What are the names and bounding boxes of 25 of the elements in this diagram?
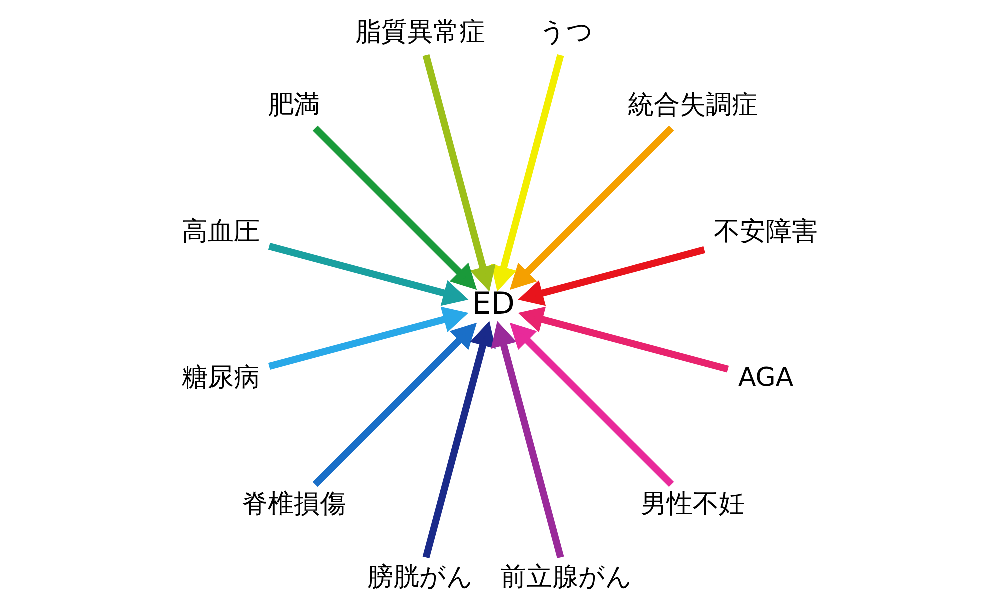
node-text: 不安障害 (714, 217, 818, 248)
node-text: うつ (540, 18, 594, 48)
node-text: 脊椎損傷 (242, 490, 346, 520)
arrow (518, 246, 706, 306)
arrow (422, 54, 496, 292)
node-text: 膀胱がん (367, 562, 474, 593)
arrow (268, 243, 469, 306)
node-text: 統合失調症 (628, 90, 758, 121)
arrow (491, 54, 564, 292)
arrow (510, 322, 674, 488)
node-text: 高血圧 (182, 217, 260, 248)
arrow (510, 126, 674, 290)
arrow (268, 306, 469, 370)
node-text: AGA (738, 363, 794, 394)
node-text: 糖尿病 (182, 363, 260, 394)
arrow (491, 321, 564, 559)
node-text: 肥満 (268, 90, 320, 121)
arrow (312, 322, 478, 488)
node-text: ED (472, 286, 515, 322)
node-text: 前立腺がん (500, 562, 633, 593)
arrow (518, 306, 730, 373)
arrow (422, 321, 496, 559)
arrow (312, 126, 478, 290)
node-text: 脂質異常症 (355, 18, 486, 48)
node-text: 男性不妊 (641, 490, 746, 520)
